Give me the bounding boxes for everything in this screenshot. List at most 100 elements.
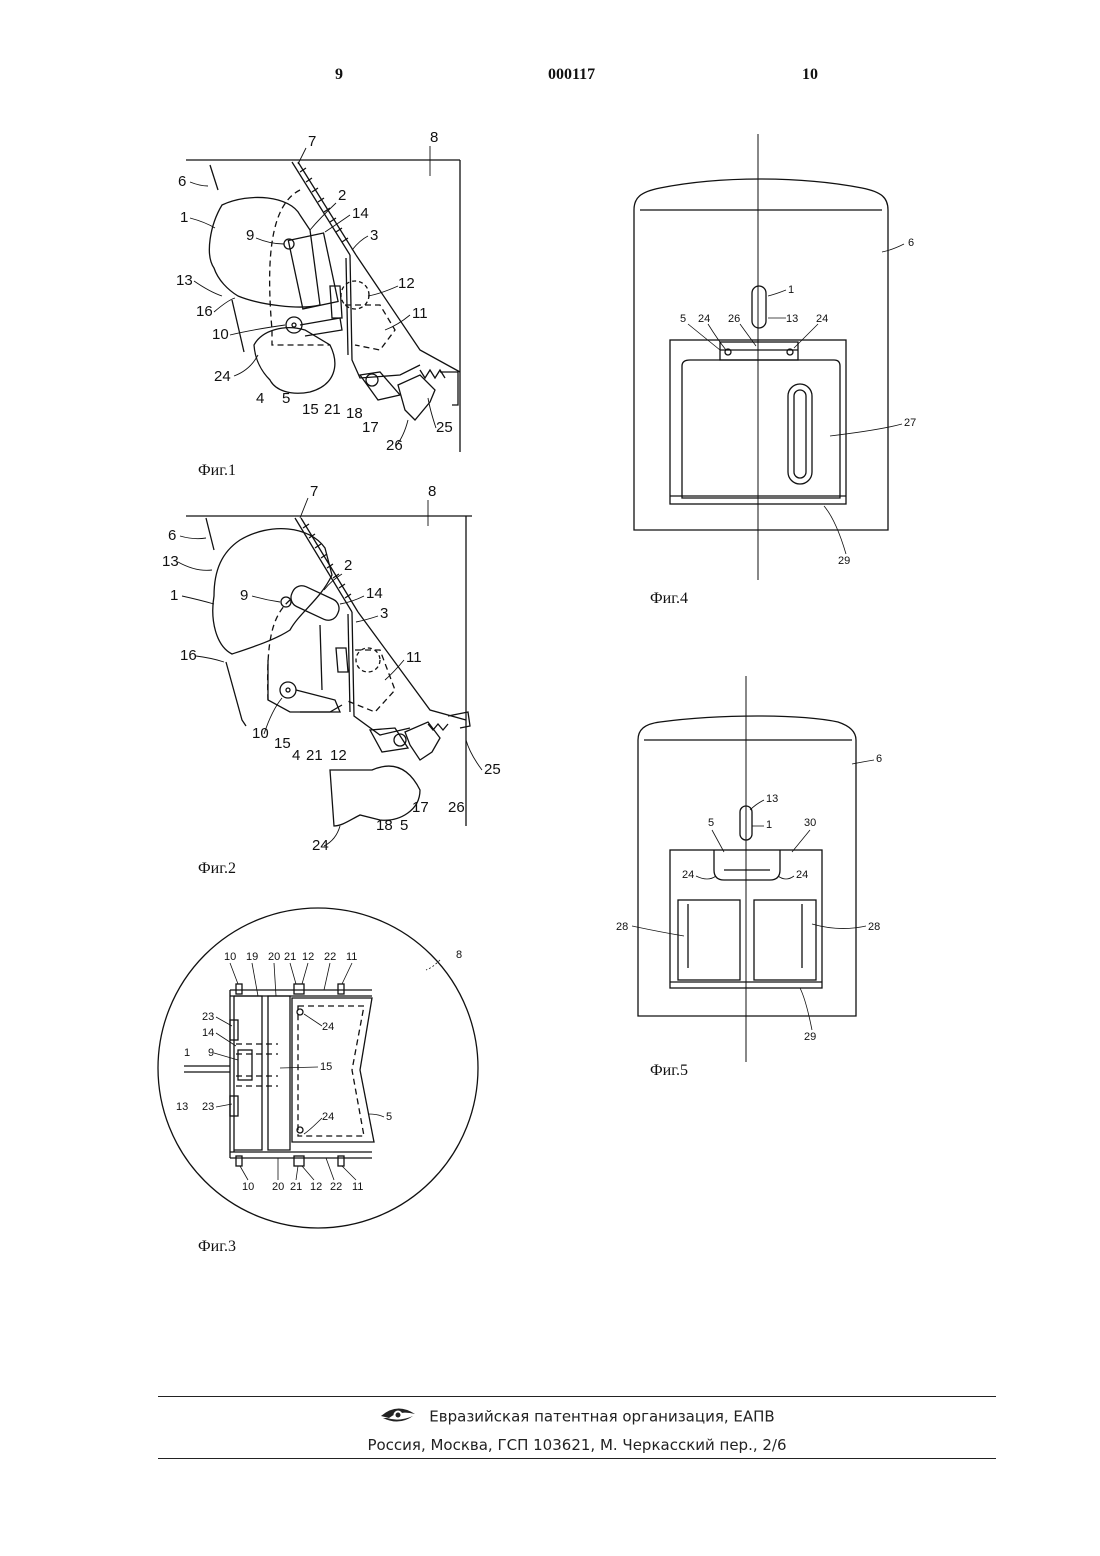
svg-text:21: 21 bbox=[324, 401, 341, 418]
svg-text:8: 8 bbox=[456, 949, 462, 961]
eapo-logo-icon bbox=[379, 1404, 417, 1430]
figure-3-drawing bbox=[158, 908, 478, 1228]
svg-text:6: 6 bbox=[908, 237, 914, 249]
svg-text:16: 16 bbox=[180, 647, 197, 664]
svg-text:26: 26 bbox=[448, 799, 465, 816]
svg-text:13: 13 bbox=[162, 553, 179, 570]
svg-text:18: 18 bbox=[376, 817, 393, 834]
svg-text:24: 24 bbox=[312, 837, 329, 854]
svg-text:20: 20 bbox=[268, 951, 280, 963]
svg-text:12: 12 bbox=[310, 1181, 322, 1193]
svg-text:5: 5 bbox=[400, 817, 408, 834]
svg-text:5: 5 bbox=[680, 313, 686, 325]
svg-text:24: 24 bbox=[816, 313, 828, 325]
svg-text:9: 9 bbox=[208, 1047, 214, 1059]
svg-text:6: 6 bbox=[876, 753, 882, 765]
svg-text:6: 6 bbox=[168, 527, 176, 544]
svg-text:12: 12 bbox=[330, 747, 347, 764]
footer-organization-line: Евразийская патентная организация, ЕАПВ bbox=[158, 1404, 996, 1430]
svg-text:28: 28 bbox=[616, 921, 628, 933]
svg-text:23: 23 bbox=[202, 1011, 214, 1023]
svg-text:14: 14 bbox=[202, 1027, 214, 1039]
svg-text:28: 28 bbox=[868, 921, 880, 933]
figure-2-drawing bbox=[186, 516, 472, 826]
svg-text:7: 7 bbox=[308, 133, 316, 150]
svg-text:25: 25 bbox=[484, 761, 501, 778]
svg-text:25: 25 bbox=[436, 419, 453, 436]
svg-text:24: 24 bbox=[796, 869, 808, 881]
svg-text:13: 13 bbox=[176, 272, 193, 289]
figure-4-leaders bbox=[688, 244, 904, 554]
svg-text:24: 24 bbox=[698, 313, 710, 325]
svg-text:7: 7 bbox=[310, 483, 318, 500]
svg-text:29: 29 bbox=[838, 555, 850, 567]
figure-5-labels: 6 13 1 5 30 24 24 28 28 29 bbox=[616, 753, 882, 1043]
svg-text:1: 1 bbox=[180, 209, 188, 226]
svg-text:14: 14 bbox=[352, 205, 369, 222]
svg-text:14: 14 bbox=[366, 585, 383, 602]
figure-5-leaders bbox=[632, 760, 874, 1030]
figure-3-labels: 10 19 20 21 12 22 11 8 23 14 1 9 15 13 2… bbox=[176, 949, 462, 1193]
footer-address: Россия, Москва, ГСП 103621, М. Черкасски… bbox=[158, 1436, 996, 1454]
svg-text:6: 6 bbox=[178, 173, 186, 190]
svg-text:4: 4 bbox=[256, 390, 264, 407]
svg-text:12: 12 bbox=[398, 275, 415, 292]
svg-text:4: 4 bbox=[292, 747, 300, 764]
svg-text:11: 11 bbox=[412, 305, 428, 322]
svg-text:5: 5 bbox=[708, 817, 714, 829]
figure-1-labels: 6 1 13 16 10 24 4 5 15 21 18 17 26 25 9 … bbox=[176, 129, 453, 454]
svg-text:10: 10 bbox=[242, 1181, 254, 1193]
svg-text:24: 24 bbox=[682, 869, 694, 881]
footer-organization: Евразийская патентная организация, ЕАПВ bbox=[429, 1408, 774, 1426]
svg-text:22: 22 bbox=[330, 1181, 342, 1193]
svg-text:18: 18 bbox=[346, 405, 363, 422]
svg-text:26: 26 bbox=[728, 313, 740, 325]
figure-5-drawing bbox=[638, 676, 856, 1062]
svg-text:8: 8 bbox=[428, 483, 436, 500]
svg-text:1: 1 bbox=[788, 284, 794, 296]
svg-text:1: 1 bbox=[170, 587, 178, 604]
figure-2-labels: 6 13 1 16 9 10 15 4 21 12 7 8 2 14 3 11 … bbox=[162, 483, 501, 854]
svg-text:17: 17 bbox=[412, 799, 429, 816]
svg-text:12: 12 bbox=[302, 951, 314, 963]
svg-text:24: 24 bbox=[322, 1021, 334, 1033]
svg-text:11: 11 bbox=[406, 649, 422, 666]
svg-text:2: 2 bbox=[344, 557, 352, 574]
svg-text:21: 21 bbox=[290, 1181, 302, 1193]
svg-text:29: 29 bbox=[804, 1031, 816, 1043]
figure-4-caption: Фиг.4 bbox=[650, 590, 688, 608]
figure-5-caption: Фиг.5 bbox=[650, 1062, 688, 1080]
svg-text:11: 11 bbox=[346, 951, 357, 963]
figure-3-caption: Фиг.3 bbox=[198, 1238, 236, 1256]
svg-text:9: 9 bbox=[246, 227, 254, 244]
svg-text:1: 1 bbox=[184, 1047, 190, 1059]
footer-rule-top bbox=[158, 1396, 996, 1397]
svg-text:15: 15 bbox=[274, 735, 291, 752]
svg-text:24: 24 bbox=[214, 368, 231, 385]
figure-4-labels: 6 1 5 24 26 13 24 27 29 bbox=[680, 237, 916, 567]
svg-text:13: 13 bbox=[786, 313, 798, 325]
svg-text:22: 22 bbox=[324, 951, 336, 963]
svg-text:23: 23 bbox=[202, 1101, 214, 1113]
svg-text:10: 10 bbox=[212, 326, 229, 343]
svg-text:10: 10 bbox=[224, 951, 236, 963]
svg-text:17: 17 bbox=[362, 419, 379, 436]
svg-text:21: 21 bbox=[306, 747, 323, 764]
svg-text:20: 20 bbox=[272, 1181, 284, 1193]
svg-text:3: 3 bbox=[380, 605, 388, 622]
svg-text:15: 15 bbox=[302, 401, 319, 418]
svg-text:30: 30 bbox=[804, 817, 816, 829]
svg-text:16: 16 bbox=[196, 303, 213, 320]
svg-text:24: 24 bbox=[322, 1111, 334, 1123]
figure-2-caption: Фиг.2 bbox=[198, 860, 236, 878]
svg-text:2: 2 bbox=[338, 187, 346, 204]
svg-text:5: 5 bbox=[386, 1111, 392, 1123]
svg-text:13: 13 bbox=[766, 793, 778, 805]
figure-4-drawing bbox=[634, 134, 888, 580]
svg-text:1: 1 bbox=[766, 819, 772, 831]
svg-text:11: 11 bbox=[352, 1181, 363, 1193]
svg-text:9: 9 bbox=[240, 587, 248, 604]
figure-2-leaders bbox=[178, 498, 482, 846]
footer-rule-bottom bbox=[158, 1458, 996, 1459]
